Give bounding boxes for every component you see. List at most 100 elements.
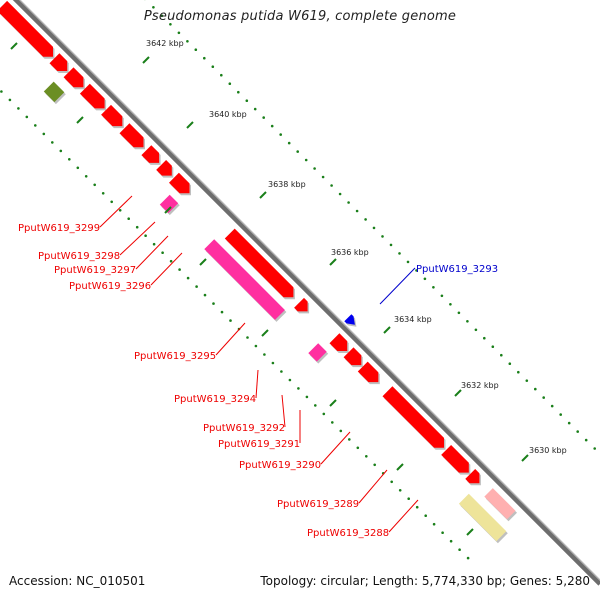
major-tick: [142, 56, 150, 64]
gene-label-PputW619_3299: PputW619_3299: [18, 223, 100, 234]
tick-dot: [466, 556, 470, 560]
gene-arrow: [79, 83, 105, 109]
major-tick: [383, 326, 391, 334]
accession-text: Accession: NC_010501: [9, 574, 146, 588]
major-tick: [329, 399, 337, 407]
gene-arrow: [441, 445, 469, 473]
tick-dot: [203, 56, 206, 60]
gene-pink: [308, 343, 327, 362]
tick-dot: [449, 539, 453, 543]
gene-label-PputW619_3290: PputW619_3290: [239, 460, 321, 471]
tick-dot: [365, 455, 368, 458]
leader-line: [215, 322, 246, 356]
tick-dot: [407, 497, 411, 501]
major-tick: [10, 42, 18, 50]
scale-label: 3636 kbp: [331, 248, 369, 257]
tick-dot: [186, 40, 189, 43]
gene-arrow: [0, 0, 53, 57]
tick-dot: [271, 361, 275, 365]
leader-line: [135, 235, 169, 270]
tick-dot: [76, 166, 80, 170]
leader-line: [358, 469, 388, 504]
major-tick: [259, 191, 267, 199]
tick-dot: [449, 303, 452, 306]
tick-dot: [415, 269, 418, 272]
gene-features: [0, 0, 517, 544]
tick-dot: [474, 328, 478, 332]
tick-dot: [8, 98, 12, 102]
tick-dot: [297, 387, 300, 390]
tick-dot: [483, 336, 486, 340]
tick-dot: [313, 167, 316, 170]
tick-dot: [406, 260, 410, 264]
tick-dot: [118, 209, 122, 212]
tick-dot: [220, 73, 223, 77]
tick-dot: [593, 447, 596, 450]
gene-arrow: [141, 145, 160, 163]
tick-dot: [296, 150, 300, 153]
tick-dot: [347, 201, 350, 204]
tick-dot: [576, 430, 579, 433]
tick-dot: [34, 124, 37, 127]
major-tick: [396, 463, 404, 471]
tick-dot: [178, 268, 181, 271]
outer-tick-track: [144, 0, 596, 450]
tick-dot: [432, 522, 436, 526]
gene-label-PputW619_3293: PputW619_3293: [416, 264, 498, 275]
tick-dot: [373, 463, 377, 467]
tick-dot: [364, 218, 367, 221]
tick-dot: [491, 345, 495, 349]
tick-dot: [101, 192, 105, 195]
map-title: Pseudomonas putida W619, complete genome: [143, 9, 457, 24]
tick-dot: [372, 226, 376, 230]
tick-dot: [390, 480, 394, 484]
backbone: [12, 0, 600, 586]
gene-faded: [484, 488, 516, 520]
gene-label-PputW619_3297: PputW619_3297: [54, 265, 136, 276]
inner-tick-track: [0, 90, 470, 560]
tick-dot: [415, 505, 419, 509]
tick-dot: [441, 531, 444, 534]
tick-dot: [68, 158, 71, 161]
tick-dot: [212, 302, 215, 305]
gene-label-PputW619_3289: PputW619_3289: [277, 499, 359, 510]
tick-dot: [525, 379, 529, 383]
tick-dot: [246, 336, 249, 339]
tick-dot: [287, 141, 291, 145]
tick-dot: [245, 99, 249, 102]
tick-dot: [424, 514, 428, 517]
tick-dot: [432, 286, 435, 289]
major-tick: [164, 206, 172, 214]
tick-dot: [161, 251, 164, 254]
tick-dot: [542, 396, 545, 399]
backbone-highlight: [19, 0, 600, 581]
tick-dot: [194, 48, 198, 51]
tick-dot: [59, 149, 63, 153]
tick-dot: [534, 387, 537, 391]
tick-dot: [305, 395, 309, 399]
tick-dot: [144, 234, 147, 237]
gene-arrow: [382, 386, 444, 448]
tick-dot: [93, 183, 96, 187]
tick-dot: [270, 124, 274, 128]
gene-olive: [43, 81, 65, 103]
tick-dot: [440, 294, 444, 298]
gene-arrow: [224, 228, 294, 298]
scale-label: 3630 kbp: [529, 446, 567, 455]
tick-dot: [322, 412, 326, 416]
scale-label: 3640 kbp: [209, 110, 247, 119]
gene-arrow: [156, 160, 172, 176]
gene-label-PputW619_3296: PputW619_3296: [69, 281, 151, 292]
tick-dot: [550, 404, 554, 408]
major-tick: [329, 258, 337, 266]
major-tick: [261, 329, 269, 337]
scale-label: 3632 kbp: [461, 381, 499, 390]
backbone-line: [12, 0, 600, 586]
gene-arrow: [357, 361, 379, 383]
major-tick: [454, 389, 462, 397]
tick-dot: [423, 277, 427, 281]
tick-dot: [304, 158, 308, 162]
tick-dot: [457, 311, 461, 315]
